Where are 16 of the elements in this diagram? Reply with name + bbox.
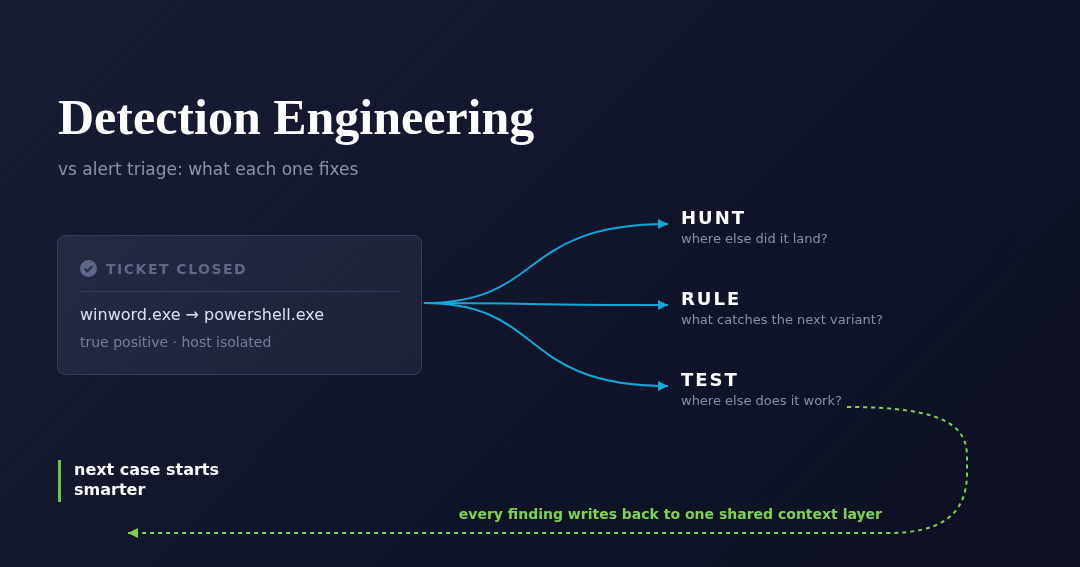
step-question: where else does it work? xyxy=(681,393,842,408)
ticket-card xyxy=(57,235,422,375)
step-heading: HUNT xyxy=(681,207,747,228)
step-question: what catches the next variant? xyxy=(681,312,883,327)
subtitle: vs alert triage: what each one fixes xyxy=(58,159,359,179)
step-heading: RULE xyxy=(681,288,742,309)
title: Detection Engineering xyxy=(58,88,535,146)
callout-text: next case starts smarter xyxy=(74,460,221,500)
process-chain: winword.exe → powershell.exe xyxy=(80,305,325,324)
card-note: true positive · host isolated xyxy=(80,334,272,350)
edge-label: every finding writes back to one shared context layer xyxy=(456,506,884,522)
card-heading: TICKET CLOSED xyxy=(106,261,248,277)
curved-arrow xyxy=(423,302,669,391)
step-heading: TEST xyxy=(681,369,739,390)
step-question: where else did it land? xyxy=(681,231,828,246)
dashed-arrow xyxy=(127,406,968,538)
